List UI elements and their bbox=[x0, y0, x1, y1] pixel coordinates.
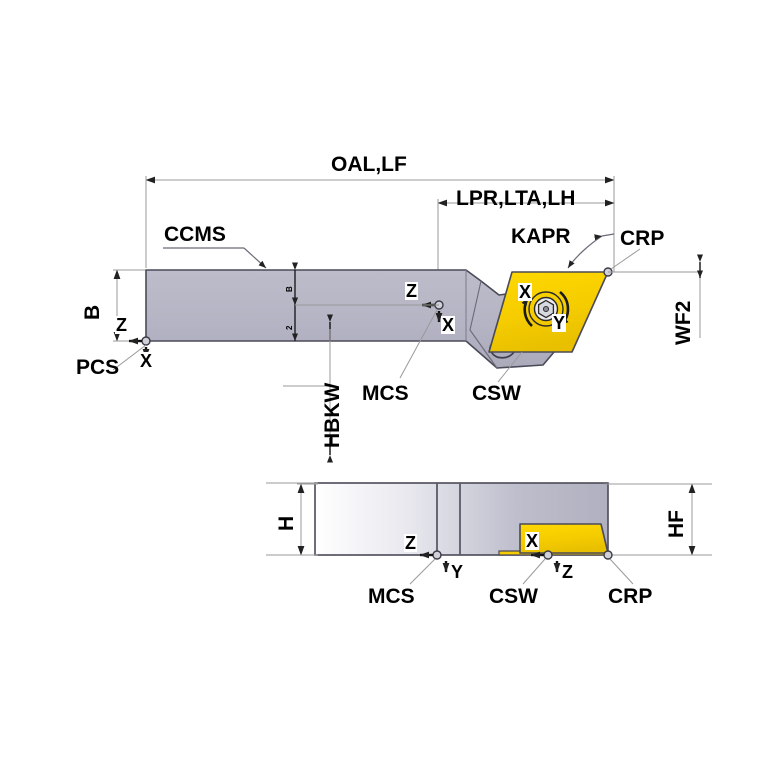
dim-label-wf2: WF2 bbox=[672, 300, 695, 345]
callout-csw-bottom: CSW bbox=[489, 585, 538, 608]
callout-ccms: CCMS bbox=[164, 223, 226, 246]
dim-oal-lf bbox=[145, 176, 615, 272]
insert-screw-icon bbox=[528, 291, 564, 327]
callout-mcs-main: MCS bbox=[362, 382, 409, 405]
dim-label-oal-lf: OAL,LF bbox=[331, 153, 407, 176]
leader-csw-main bbox=[497, 351, 523, 383]
axis-label-pcs-x: X bbox=[139, 351, 154, 371]
axis-label-insert-y: Y bbox=[552, 313, 567, 333]
axis-label-bottom-csw-x: X bbox=[525, 531, 540, 551]
callout-mcs-bottom: MCS bbox=[368, 585, 415, 608]
pcs-origin-point-icon bbox=[112, 336, 151, 371]
leader-kapr bbox=[567, 233, 615, 269]
axis-label-bottom-mcs-y: Y bbox=[450, 562, 465, 582]
dim-label-b: B bbox=[81, 304, 104, 320]
axis-label-bottom-mcs-z: Z bbox=[404, 533, 417, 553]
dim-label-hbkw: HBKW bbox=[321, 382, 344, 448]
bottom-mcs-origin-point-icon bbox=[409, 550, 450, 585]
dim-h bbox=[266, 482, 318, 556]
dim-label-b-half-lower: 2 bbox=[285, 325, 294, 330]
dim-hf bbox=[604, 483, 712, 556]
dim-label-hf: HF bbox=[665, 510, 688, 538]
axis-label-insert-x: X bbox=[518, 282, 533, 302]
axis-label-mcs-z: Z bbox=[405, 281, 418, 301]
dim-label-lpr-lta-lh: LPR,LTA,LH bbox=[456, 187, 576, 210]
bottom-crp-point-icon bbox=[603, 550, 634, 585]
callout-pcs: PCS bbox=[76, 356, 120, 379]
axis-label-pcs-z: Z bbox=[115, 315, 128, 335]
bottom-csw-point-icon bbox=[522, 550, 561, 585]
dim-label-b-half-upper: B bbox=[285, 286, 294, 292]
leader-ccms bbox=[163, 247, 267, 269]
dim-label-h: H bbox=[275, 515, 298, 531]
axis-label-bottom-csw-z: Z bbox=[561, 562, 574, 582]
dim-b-half-marks bbox=[292, 262, 439, 341]
callout-crp-bottom: CRP bbox=[608, 585, 653, 608]
axis-label-mcs-x: X bbox=[441, 315, 456, 335]
callout-crp-main: CRP bbox=[620, 227, 665, 250]
callout-csw-main: CSW bbox=[472, 382, 521, 405]
callout-kapr: KAPR bbox=[511, 225, 571, 248]
crp-point-icon bbox=[603, 248, 700, 277]
dim-hbkw bbox=[283, 314, 333, 463]
